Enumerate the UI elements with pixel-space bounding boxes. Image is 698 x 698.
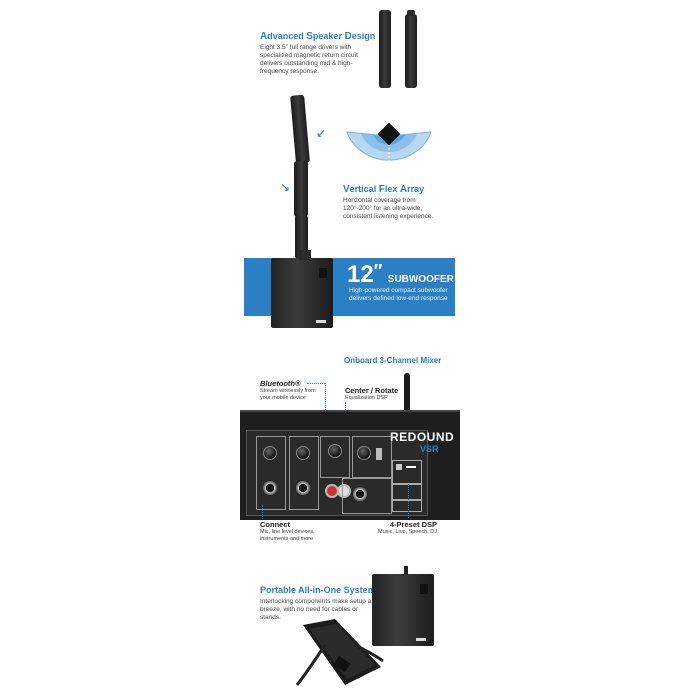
bluetooth-title: Bluetooth® — [260, 379, 301, 388]
master-knob[interactable] — [357, 446, 371, 460]
flex-array-body: Horizontal coverage from 120°-200° for a… — [343, 197, 434, 220]
dsp-body: Music, Live, Speech, DJ — [378, 529, 437, 535]
brand-logo: REDOUND — [390, 430, 455, 444]
subwoofer-heading: 12″ SUBWOOFER — [347, 261, 454, 288]
portable-subwoofer-image — [372, 566, 438, 646]
speaker-design-title: Advanced Speaker Design — [260, 31, 376, 42]
mixer-title: Onboard 3-Channel Mixer — [344, 356, 442, 365]
mixer-panel: REDOUND VSR — [240, 410, 460, 520]
flex-array-title: Vertical Flex Array — [343, 184, 425, 195]
dsp-title: 4-Preset DSP — [389, 520, 437, 529]
carry-bag-image — [295, 615, 385, 690]
combo-input-jack[interactable] — [295, 480, 311, 496]
column-speaker-image — [376, 10, 426, 90]
connect-title: Connect — [260, 520, 290, 529]
dsp-label: 4-Preset DSP Music, Live, Speech, DJ — [378, 520, 437, 536]
rotate-switch[interactable] — [376, 448, 382, 460]
subwoofer-body: High-powered compact subwoofer delivers … — [349, 287, 448, 302]
portable-body: Interlocking components make setup a bre… — [260, 598, 372, 621]
bluetooth-label: Bluetooth® Stream wirelessly from your m… — [260, 379, 325, 402]
center-rotate-label: Center / Rotate Equalization DSP — [345, 386, 398, 402]
rotate-arrow-icon: ↙ — [316, 126, 327, 140]
connect-label: Connect Mic, line level devices, instrum… — [260, 520, 330, 543]
connect-body: Mic, line level devices, instruments and… — [260, 529, 315, 542]
center-rotate-body: Equalization DSP — [345, 395, 388, 401]
tall-speaker-column-image — [268, 94, 348, 335]
coverage-diagram — [343, 122, 435, 174]
center-rotate-title: Center / Rotate — [345, 386, 399, 395]
dsp-button[interactable] — [396, 464, 402, 470]
volume-knob[interactable] — [328, 444, 342, 458]
combo-input-jack[interactable] — [262, 480, 278, 496]
rotate-arrow-icon: ↘ — [280, 180, 291, 194]
gain-knob[interactable] — [263, 446, 277, 460]
portable-title: Portable All-in-One System — [260, 585, 376, 595]
bluetooth-antenna — [404, 373, 410, 441]
xlr-output-jack[interactable] — [352, 486, 368, 502]
subwoofer-image — [271, 250, 335, 328]
bluetooth-body: Stream wirelessly from your mobile devic… — [260, 388, 316, 401]
model-logo: VSR — [420, 444, 439, 454]
dsp-led — [406, 466, 416, 468]
gain-knob[interactable] — [296, 446, 310, 460]
rca-input[interactable] — [337, 484, 351, 498]
bluetooth-pointer — [307, 383, 325, 384]
speaker-design-body: Eight 3.5" full range drivers with speci… — [260, 44, 358, 75]
